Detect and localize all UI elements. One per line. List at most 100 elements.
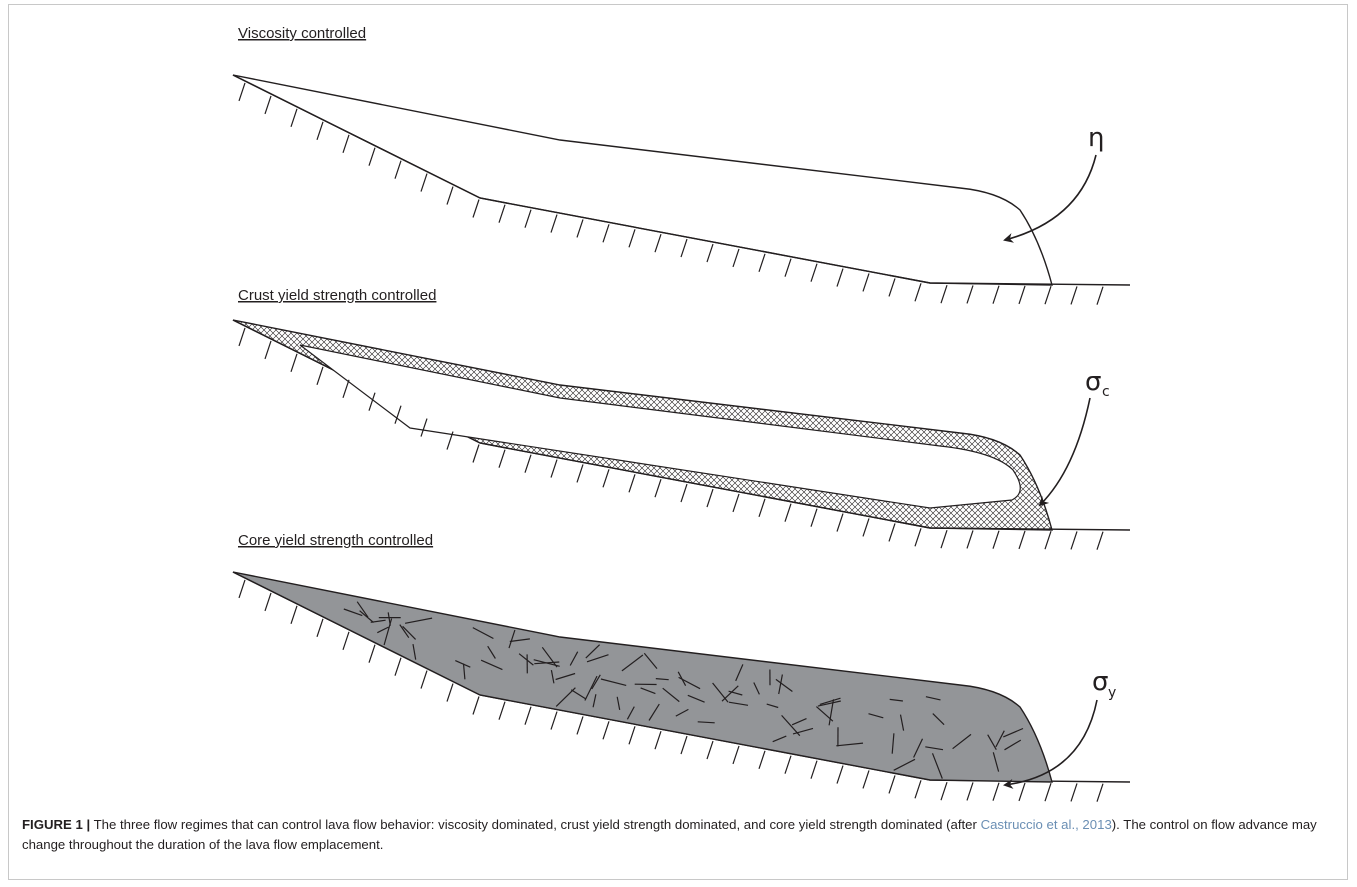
ground-hatch-tick [837, 766, 843, 784]
ground-hatch-tick [1045, 286, 1051, 304]
caption-label: FIGURE 1 | [22, 817, 90, 832]
caption-citation[interactable]: Castruccio et al., 2013 [981, 817, 1112, 832]
ground-hatch-tick [291, 354, 297, 372]
ground-hatches-1 [239, 83, 1103, 305]
ground-hatch-tick [993, 783, 999, 801]
ground-hatch-tick [785, 504, 791, 522]
ground-hatch-tick [291, 109, 297, 127]
lava-flow-diagram: Viscosity controlled η Crust yield stren… [0, 0, 1357, 810]
ground-hatch-tick [265, 593, 271, 611]
ground-hatch-tick [577, 464, 583, 482]
ground-hatch-tick [863, 273, 869, 291]
panel-viscosity: Viscosity controlled η [233, 25, 1130, 305]
ground-hatch-tick [707, 489, 713, 507]
ground-hatch-tick [889, 523, 895, 541]
viscosity-symbol: η [1088, 123, 1104, 153]
panel-title-crust: Crust yield strength controlled [238, 287, 436, 304]
ground-hatch-tick [707, 244, 713, 262]
ground-hatch-tick [525, 210, 531, 228]
ground-hatch-tick [655, 731, 661, 749]
ground-hatch-tick [1019, 531, 1025, 549]
ground-hatch-tick [993, 286, 999, 304]
ground-hatch-tick [317, 122, 323, 140]
ground-hatch-tick [941, 782, 947, 800]
ground-hatch-tick [993, 531, 999, 549]
ground-hatch-tick [577, 716, 583, 734]
ground-surface-1 [233, 75, 1130, 285]
ground-hatch-tick [473, 697, 479, 715]
ground-hatch-tick [317, 367, 323, 385]
panel-title-core: Core yield strength controlled [238, 532, 433, 549]
ground-hatch-tick [603, 224, 609, 242]
panel-crust-yield: Crust yield strength controlled σ c [233, 287, 1130, 550]
ground-hatch-tick [733, 494, 739, 512]
ground-hatch-tick [967, 285, 973, 303]
ground-hatch-tick [941, 530, 947, 548]
ground-hatch-tick [967, 782, 973, 800]
ground-hatch-tick [811, 761, 817, 779]
ground-hatch-tick [915, 283, 921, 301]
ground-hatch-tick [863, 518, 869, 536]
crust-strength-arrow [1040, 398, 1090, 505]
ground-hatch-tick [1071, 783, 1077, 801]
core-strength-subscript: y [1108, 685, 1116, 701]
ground-hatch-tick [655, 234, 661, 252]
ground-hatch-tick [629, 474, 635, 492]
ground-hatch-tick [603, 721, 609, 739]
ground-hatch-tick [1045, 783, 1051, 801]
ground-hatch-tick [1097, 287, 1103, 305]
ground-hatch-tick [551, 215, 557, 233]
ground-hatch-tick [681, 484, 687, 502]
ground-hatch-tick [317, 619, 323, 637]
ground-hatch-tick [1019, 783, 1025, 801]
ground-hatch-tick [343, 135, 349, 153]
ground-hatch-tick [369, 148, 375, 166]
ground-hatch-tick [655, 479, 661, 497]
ground-hatch-tick [837, 269, 843, 287]
ground-hatch-tick [967, 530, 973, 548]
ground-hatch-tick [681, 736, 687, 754]
ground-hatch-tick [577, 219, 583, 237]
ground-hatch-tick [733, 249, 739, 267]
ground-hatch-tick [499, 450, 505, 468]
ground-hatch-tick [1071, 286, 1077, 304]
panel-title-viscosity: Viscosity controlled [238, 25, 366, 42]
ground-hatch-tick [785, 756, 791, 774]
ground-hatch-tick [733, 746, 739, 764]
ground-hatch-tick [395, 658, 401, 676]
ground-hatch-tick [811, 264, 817, 282]
ground-hatch-tick [239, 83, 245, 101]
ground-hatch-tick [421, 174, 427, 192]
ground-hatch-tick [629, 726, 635, 744]
ground-hatch-tick [395, 161, 401, 179]
ground-hatch-tick [239, 580, 245, 598]
ground-hatch-tick [1071, 531, 1077, 549]
crust-strength-subscript: c [1102, 384, 1110, 400]
ground-hatch-tick [811, 509, 817, 527]
ground-hatch-tick [915, 780, 921, 798]
panel-core-yield: Core yield strength controlled σ y [233, 532, 1130, 802]
ground-hatch-tick [863, 770, 869, 788]
ground-hatch-tick [1097, 784, 1103, 802]
ground-hatch-tick [343, 632, 349, 650]
ground-hatch-tick [525, 455, 531, 473]
ground-hatch-tick [1019, 286, 1025, 304]
ground-hatch-tick [291, 606, 297, 624]
ground-hatch-tick [239, 328, 245, 346]
ground-hatch-tick [343, 380, 349, 398]
figure-caption: FIGURE 1 | The three flow regimes that c… [22, 815, 1337, 855]
ground-hatch-tick [421, 671, 427, 689]
ground-hatch-tick [369, 645, 375, 663]
ground-hatch-tick [473, 445, 479, 463]
ground-hatch-tick [889, 278, 895, 296]
ground-hatch-tick [447, 187, 453, 205]
crust-strength-symbol: σ [1085, 367, 1101, 397]
ground-hatch-tick [551, 712, 557, 730]
ground-hatch-tick [915, 528, 921, 546]
ground-hatch-tick [603, 469, 609, 487]
ground-hatch-tick [551, 460, 557, 478]
ground-hatch-tick [759, 751, 765, 769]
ground-hatch-tick [499, 205, 505, 223]
ground-hatch-tick [499, 702, 505, 720]
ground-hatch-tick [759, 254, 765, 272]
